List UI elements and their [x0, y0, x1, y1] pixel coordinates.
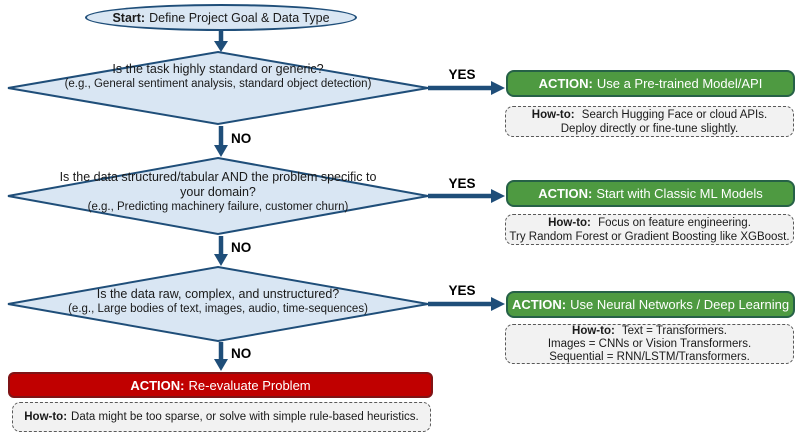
action-2-text: Start with Classic ML Models [596, 186, 763, 201]
action-3-text: Use Neural Networks / Deep Learning [570, 297, 790, 312]
yes-label-1: YES [448, 67, 476, 82]
decision-1-example: (e.g., General sentiment analysis, stand… [64, 78, 372, 90]
action-3-label: ACTION: [511, 297, 567, 312]
arrow-start-to-decision-1 [214, 31, 228, 52]
decision-2-question: Is the data structured/tabular AND the p… [59, 170, 377, 199]
arrow-no-3 [214, 342, 228, 371]
start-text: Define Project Goal & Data Type [149, 10, 330, 25]
decision-1-text: Is the task highly standard or generic? … [63, 62, 373, 91]
decision-3-diamond [7, 265, 429, 343]
arrow-no-1 [214, 126, 228, 157]
arrow-yes-2 [428, 189, 505, 203]
yes-label-2: YES [448, 176, 476, 191]
howto-fallback-text: Data might be too sparse, or solve with … [71, 411, 419, 423]
action-2-label: ACTION: [538, 186, 593, 201]
fallback-label: ACTION: [130, 377, 185, 393]
decision-3-question: Is the data raw, complex, and unstructur… [96, 287, 340, 301]
arrow-yes-1 [428, 81, 505, 95]
start-node: Start: Define Project Goal & Data Type [85, 4, 357, 31]
action-box-pretrained: ACTION: Use a Pre-trained Model/API [506, 70, 795, 97]
decision-1-diamond [7, 50, 429, 126]
action-box-classic-ml: ACTION: Start with Classic ML Models [506, 180, 795, 207]
howto-1-line-1: Search Hugging Face or cloud APIs. [581, 108, 768, 121]
howto-3-label: How-to: [572, 324, 615, 337]
howto-2-label: How-to: [548, 216, 591, 229]
decision-3-text: Is the data raw, complex, and unstructur… [33, 287, 403, 316]
no-label-3: NO [231, 346, 252, 361]
start-label: Start: [112, 10, 146, 25]
arrow-no-2 [214, 236, 228, 266]
decision-3-example: (e.g., Large bodies of text, images, aud… [68, 303, 368, 315]
decision-2-diamond [7, 156, 429, 236]
yes-label-3: YES [448, 283, 476, 298]
howto-3-line-1: Text = Transformers. [621, 324, 727, 337]
howto-2-line-1: Focus on feature engineering. [598, 216, 751, 229]
howto-box-1: How-to: Search Hugging Face or cloud API… [505, 106, 794, 137]
howto-box-2: How-to: Focus on feature engineering. Tr… [505, 214, 794, 245]
howto-3-line-3: Sequential = RNN/LSTM/Transformers. [549, 350, 750, 363]
no-label-2: NO [231, 240, 252, 255]
arrow-yes-3 [428, 297, 505, 311]
action-1-text: Use a Pre-trained Model/API [596, 76, 763, 91]
howto-fallback-label: How-to: [24, 411, 68, 423]
howto-1-line-2: Deploy directly or fine-tune slightly. [560, 122, 739, 135]
howto-1-label: How-to: [531, 108, 575, 121]
no-label-1: NO [231, 131, 252, 146]
decision-2-example: (e.g., Predicting machinery failure, cus… [87, 201, 349, 213]
decision-2-text: Is the data structured/tabular AND the p… [58, 170, 378, 214]
decision-1-question: Is the task highly standard or generic? [112, 62, 324, 76]
action-1-label: ACTION: [538, 76, 593, 91]
action-box-reevaluate: ACTION: Re-evaluate Problem [8, 372, 433, 398]
howto-2-line-2: Try Random Forest or Gradient Boosting l… [509, 230, 790, 243]
fallback-text: Re-evaluate Problem [188, 377, 311, 393]
action-box-deep-learning: ACTION: Use Neural Networks / Deep Learn… [506, 291, 795, 318]
howto-3-line-2: Images = CNNs or Vision Transformers. [547, 337, 752, 350]
howto-box-3: How-to: Text = Transformers. Images = CN… [505, 324, 794, 364]
howto-box-fallback: How-to: Data might be too sparse, or sol… [12, 402, 431, 432]
